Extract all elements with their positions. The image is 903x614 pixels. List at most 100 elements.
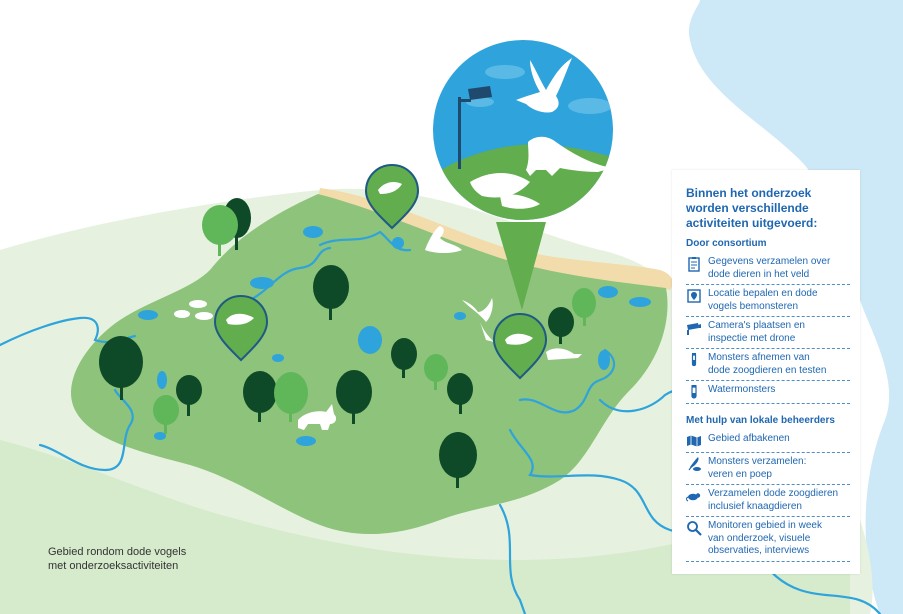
tree — [274, 372, 308, 422]
pond — [392, 237, 404, 249]
legend-section-heading: Door consortium — [686, 238, 767, 249]
legend-item: Gebied afbakenen — [686, 430, 850, 453]
legend-item: Watermonsters — [686, 381, 850, 404]
pond — [138, 310, 158, 320]
legend-item-line: Monsters verzamelen: — [708, 456, 807, 467]
legend-title-line: worden verschillende — [686, 201, 809, 215]
map-caption-line: Gebied rondom dode vogels — [48, 546, 187, 558]
tree — [424, 354, 448, 390]
bird-flying-icon — [462, 298, 494, 342]
legend-section-heading: Met hulp van lokale beheerders — [686, 415, 835, 426]
river-east — [518, 348, 616, 414]
river-south — [498, 503, 527, 614]
pond — [157, 371, 167, 389]
legend-item-line: dode zoogdieren en testen — [708, 364, 827, 376]
legend-item: Gegevens verzamelen over dode dieren in … — [686, 253, 850, 285]
rodent-icon — [686, 493, 701, 502]
tree — [99, 336, 143, 400]
pond — [303, 226, 323, 238]
tree — [439, 432, 477, 488]
legend-item-text: Monitoren gebied in week van onderzoek, … — [708, 520, 822, 558]
location-pin-east[interactable] — [492, 312, 548, 380]
fox-icon — [298, 404, 337, 430]
legend-title-line: activiteiten uitgevoerd: — [686, 216, 818, 230]
activities-legend: Binnen het onderzoek worden verschillend… — [672, 170, 860, 574]
legend-item: Verzamelen dode zoogdieren inclusief kna… — [686, 485, 850, 517]
dead-bird-icon — [505, 333, 533, 345]
legend-item-text: Locatie bepalen en dode vogels bemonster… — [708, 288, 818, 313]
legend-item-line: inclusief knaagdieren — [708, 500, 802, 512]
pond — [250, 277, 274, 289]
water-vial-icon — [691, 385, 697, 399]
legend-item-text: Gegevens verzamelen over dode dieren in … — [708, 256, 830, 281]
location-pin-north[interactable] — [364, 163, 420, 230]
tree — [447, 373, 473, 414]
seal-icon — [425, 226, 462, 253]
pond — [358, 326, 382, 354]
legend-item-text: Monsters afnemen van dode zoogdieren en … — [708, 352, 826, 377]
trees-light — [153, 205, 596, 434]
location-tag-icon — [687, 289, 701, 303]
tree — [572, 288, 596, 326]
legend-item: Monitoren gebied in week van onderzoek, … — [686, 517, 850, 562]
trees-dark — [99, 198, 574, 488]
legend-item: Monsters afnemen van dode zoogdieren en … — [686, 349, 850, 381]
river-southeast — [508, 428, 882, 614]
legend-item-line: Locatie bepalen en dode — [708, 288, 818, 299]
rodent-silhouette-icon — [174, 300, 213, 320]
pond — [598, 286, 618, 298]
legend-title: Binnen het onderzoek worden verschillend… — [686, 186, 850, 231]
pond — [296, 436, 316, 446]
legend-item: Locatie bepalen en dode vogels bemonster… — [686, 285, 850, 317]
ponds — [138, 226, 651, 446]
legend-item-text: Camera's plaatsen en inspectie met drone — [708, 320, 805, 345]
legend-item-text: Monsters verzamelen: veren en poep — [708, 456, 806, 481]
tree — [391, 338, 417, 378]
legend-item-line: van onderzoek, visuele — [708, 532, 811, 544]
pond — [154, 432, 166, 440]
surrounding-land-lower — [0, 440, 850, 614]
legend-item-line: dode dieren in het veld — [708, 268, 810, 280]
dead-bird-icon — [378, 182, 402, 194]
tree — [243, 371, 277, 422]
weasel-callout-icon — [526, 136, 612, 176]
tree — [336, 370, 372, 424]
legend-item-line: Verzamelen dode zoogdieren — [708, 488, 839, 499]
location-pin-west[interactable] — [213, 294, 269, 362]
camera-icon — [687, 323, 701, 335]
tree — [176, 375, 202, 416]
legend-item-line: inspectie met drone — [708, 332, 796, 344]
legend-item-line: Camera's plaatsen en — [708, 320, 805, 331]
pond — [629, 297, 651, 307]
legend-item-line: Gegevens verzamelen over — [708, 256, 831, 267]
legend-item-line: veren en poep — [708, 468, 772, 480]
dead-birds-callout-icon — [470, 173, 540, 209]
legend-item-text: Watermonsters — [708, 384, 775, 397]
section-spacer — [686, 404, 850, 412]
feather-sample-icon — [688, 457, 701, 471]
magnifier-icon — [687, 521, 702, 536]
legend-item: Camera's plaatsen en inspectie met drone — [686, 317, 850, 349]
dead-bird-icon — [226, 313, 254, 325]
legend-item-text: Verzamelen dode zoogdieren inclusief kna… — [708, 488, 838, 513]
tree — [313, 265, 349, 320]
clipboard-list-icon — [688, 257, 700, 272]
legend-item-line: Gebied afbakenen — [708, 433, 790, 444]
weasel-icon — [546, 348, 582, 360]
legend-item-line: observaties, interviews — [708, 545, 810, 556]
bird-of-prey-icon — [516, 58, 572, 113]
tree — [202, 205, 238, 256]
legend-item-line: Monitoren gebied in week — [708, 520, 822, 531]
legend-item-line: Watermonsters — [708, 384, 776, 395]
river-center — [248, 246, 332, 302]
camera-pole-icon — [458, 86, 492, 169]
pond — [272, 354, 284, 362]
river-southwest — [38, 388, 134, 472]
legend-title-line: Binnen het onderzoek — [686, 186, 812, 200]
map-caption-line: met onderzoeksactiviteiten — [48, 560, 179, 572]
legend-item-line: vogels bemonsteren — [708, 300, 799, 312]
pond — [598, 350, 610, 370]
tree — [153, 395, 179, 434]
